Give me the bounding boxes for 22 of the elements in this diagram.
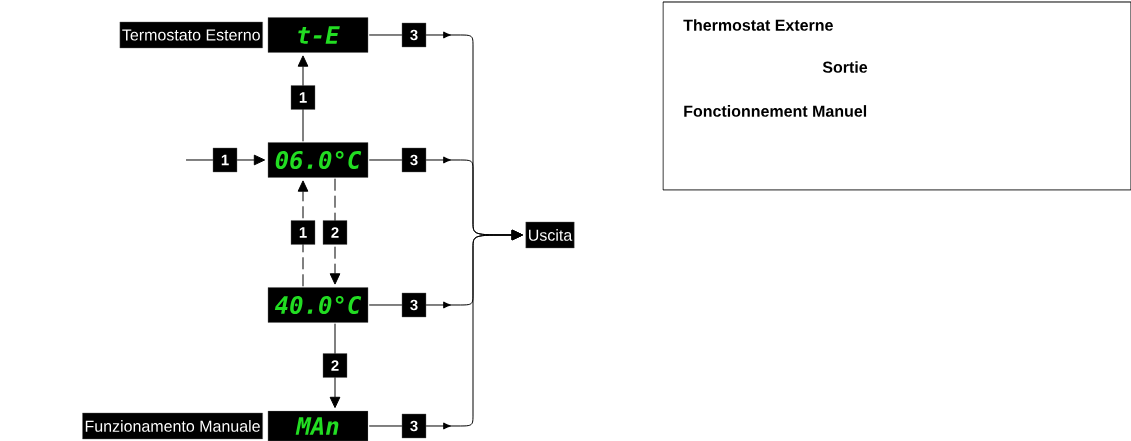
label-tag: Uscita	[525, 221, 575, 249]
digital-display: 40.0°C	[267, 287, 369, 323]
step-badge: 2	[322, 220, 348, 245]
arrow	[329, 178, 341, 285]
step-badge: 1	[290, 85, 316, 110]
step-badge: 1	[290, 220, 316, 245]
arrow	[368, 229, 523, 430]
label-tag: Funzionamento Manuale	[82, 412, 263, 440]
box-text: Thermostat Externe	[683, 19, 833, 31]
digital-display: t-E	[267, 17, 369, 53]
step-badge: 1	[212, 147, 238, 173]
step-badge: 2	[322, 353, 348, 378]
step-badge: 3	[401, 22, 427, 48]
arrow	[329, 323, 341, 409]
digital-display: 06.0°C	[267, 142, 369, 178]
step-badge: 3	[401, 292, 427, 318]
box-text: Fonctionnement Manuel	[684, 105, 867, 117]
label-tag: Termostato Esterno	[119, 21, 263, 49]
digital-display: MAn	[267, 410, 369, 441]
box-text: Sortie	[822, 61, 868, 73]
step-badge: 3	[401, 413, 427, 439]
step-badge: 3	[401, 147, 427, 173]
